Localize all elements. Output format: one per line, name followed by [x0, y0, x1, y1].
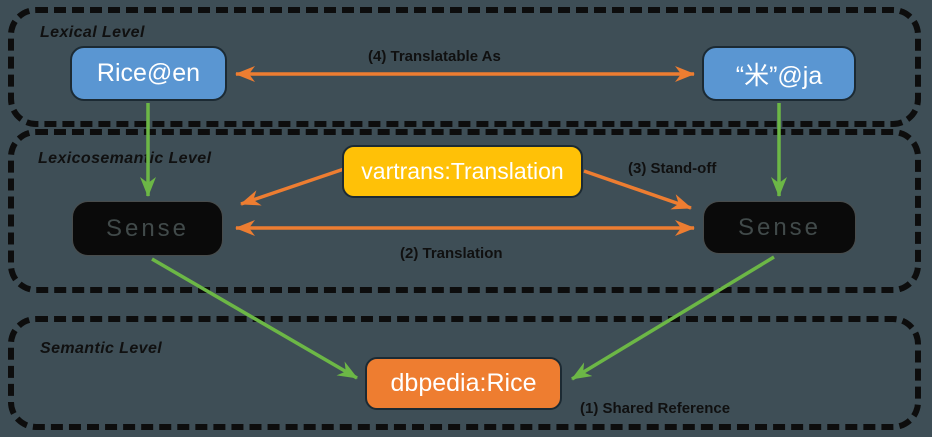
edge-label-translation: (2) Translation — [400, 245, 503, 262]
edge-label-translatable-as: (4) Translatable As — [368, 48, 501, 65]
node-rice-en-label: Rice@en — [96, 59, 201, 87]
node-rice-en: Rice@en — [70, 46, 227, 101]
edge-label-stand-off: (3) Stand-off — [628, 160, 717, 177]
lexicosemantic-level-label: Lexicosemantic Level — [38, 150, 212, 167]
node-sense-right-label: Sense — [737, 213, 822, 241]
lexicosemantic-level-box — [8, 129, 921, 293]
edge-label-shared-reference: (1) Shared Reference — [580, 400, 731, 417]
node-dbpedia-label: dbpedia:Rice — [390, 369, 537, 397]
node-sense-left: Sense — [72, 201, 223, 256]
node-kome-ja-label: “米”@ja — [735, 61, 823, 90]
lexical-level-label: Lexical Level — [40, 24, 145, 41]
lexical-level-box — [8, 7, 921, 127]
node-vartrans-translation: vartrans:Translation — [342, 145, 583, 198]
node-kome-ja: “米”@ja — [702, 46, 856, 101]
node-sense-right: Sense — [703, 201, 856, 254]
node-dbpedia-rice: dbpedia:Rice — [365, 357, 562, 410]
node-vartrans-label: vartrans:Translation — [361, 158, 564, 184]
node-sense-left-label: Sense — [105, 214, 190, 242]
semantic-level-box — [8, 316, 921, 430]
semantic-level-label: Semantic Level — [40, 340, 163, 357]
